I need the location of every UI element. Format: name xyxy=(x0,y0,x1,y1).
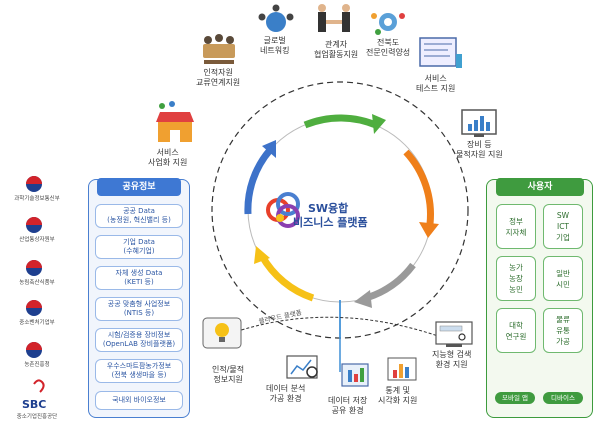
handshake-icon xyxy=(318,4,350,32)
share-item: 공공 맞춤형 사업정보 (NTIS 등) xyxy=(95,297,183,321)
service-label-collaboration: 관계자 협업활동지원 xyxy=(314,40,359,59)
gear-people-icon xyxy=(371,13,405,35)
agency-mafra: 농림축산식품부 xyxy=(19,280,55,286)
search-window-icon xyxy=(435,321,473,347)
analysis-icon xyxy=(286,355,318,379)
agency-msit: 과학기술정보통신부 xyxy=(14,196,60,202)
monitor-chart-icon xyxy=(461,109,497,137)
agency-motie: 산업통상자원부 xyxy=(19,237,55,243)
agency-emblems xyxy=(26,176,45,393)
service-label-commercialization: 서비스 사업화 지원 xyxy=(148,148,188,167)
sbc-logo-icon xyxy=(33,379,45,393)
user-item-farmers: 농가 농장 농민 xyxy=(496,256,536,301)
user-panel: 사용자 정부 지자체 SW ICT 기업 농가 농장 농민 일반 시민 대학 연… xyxy=(486,178,593,418)
storage-icon xyxy=(341,363,369,387)
gray-arrowhead xyxy=(354,290,372,308)
mobile-app-button: 모바일 앱 xyxy=(495,392,535,404)
yellow-arrowhead xyxy=(254,246,270,264)
service-label-data-analysis: 데이터 분석 가공 환경 xyxy=(266,384,306,403)
device-button: 디바이스 xyxy=(543,392,583,404)
share-item: 자체 생성 Data (KETI 등) xyxy=(95,266,183,290)
service-label-service-test: 서비스 테스트 지원 xyxy=(416,74,456,93)
shop-icon xyxy=(156,101,194,142)
sbc-logo-text: SBC xyxy=(22,398,47,411)
center-logo-icon xyxy=(266,192,300,228)
yellow-arrow xyxy=(258,254,315,302)
agency-mss: 중소벤처기업부 xyxy=(19,320,55,326)
service-label-talent-training: 전북도 전문인력양성 xyxy=(366,38,411,57)
platform-title-line2: 비즈니스 플랫폼 xyxy=(293,216,368,229)
document-test-icon xyxy=(419,37,462,68)
service-label-hr-exchange: 인적자원 교류연계지원 xyxy=(196,68,241,87)
service-label-info-support: 인적/물적 정보지원 xyxy=(212,365,245,384)
agency-rda: 농촌진흥청 xyxy=(24,362,50,368)
shared-info-panel: 공유정보 공공 Data (농정원, 혁신밸리 등) 기업 Data (수혜기업… xyxy=(88,178,190,418)
lightbulb-icon xyxy=(202,317,242,349)
service-label-intelligent-search: 지능형 검색 환경 지원 xyxy=(432,350,472,369)
user-item-researchers: 대학 연구원 xyxy=(496,308,536,353)
green-arrow xyxy=(303,114,380,130)
user-item-citizens: 일반 시민 xyxy=(543,256,583,301)
user-item-sw-ict-company: SW ICT 기업 xyxy=(543,204,583,249)
share-item: 시험/검증용 장비정보 (OpenLAB 장비플랫폼) xyxy=(95,328,183,352)
user-panel-title: 사용자 xyxy=(496,178,584,196)
user-item-logistics: 물류 유통 가공 xyxy=(543,308,583,353)
service-label-data-storage: 데이터 저장 공유 환경 xyxy=(328,396,368,415)
green-arrowhead xyxy=(372,114,386,134)
meeting-people-icon xyxy=(203,34,235,64)
cloud-arc xyxy=(231,316,439,337)
gray-arrow xyxy=(364,262,416,302)
blue-arrow xyxy=(244,147,273,215)
statistics-icon xyxy=(387,357,417,381)
orange-arrow xyxy=(403,149,434,225)
service-label-equipment: 장비 등 물적자원 지원 xyxy=(456,140,503,159)
globe-network-icon xyxy=(258,4,294,32)
service-label-statistics: 통계 및 시각화 지원 xyxy=(378,386,418,405)
blue-arrowhead xyxy=(262,140,276,158)
share-item: 우수스마트팜농가정보 (전북 생생마을 등) xyxy=(95,359,183,383)
platform-title-line1: SW융합 xyxy=(308,202,349,215)
shared-info-title: 공유정보 xyxy=(97,178,181,196)
share-item: 국내외 바이오정보 xyxy=(95,391,183,410)
agency-sbc: 중소기업진흥공단 xyxy=(16,414,58,420)
share-item: 기업 Data (수혜기업) xyxy=(95,235,183,259)
orange-arrowhead xyxy=(419,222,439,238)
service-label-global-network: 글로벌 네트워킹 xyxy=(260,36,290,55)
user-item-government: 정부 지자체 xyxy=(496,204,536,249)
share-item: 공공 Data (농정원, 혁신밸리 등) xyxy=(95,204,183,228)
cycle-arrows xyxy=(244,114,439,308)
